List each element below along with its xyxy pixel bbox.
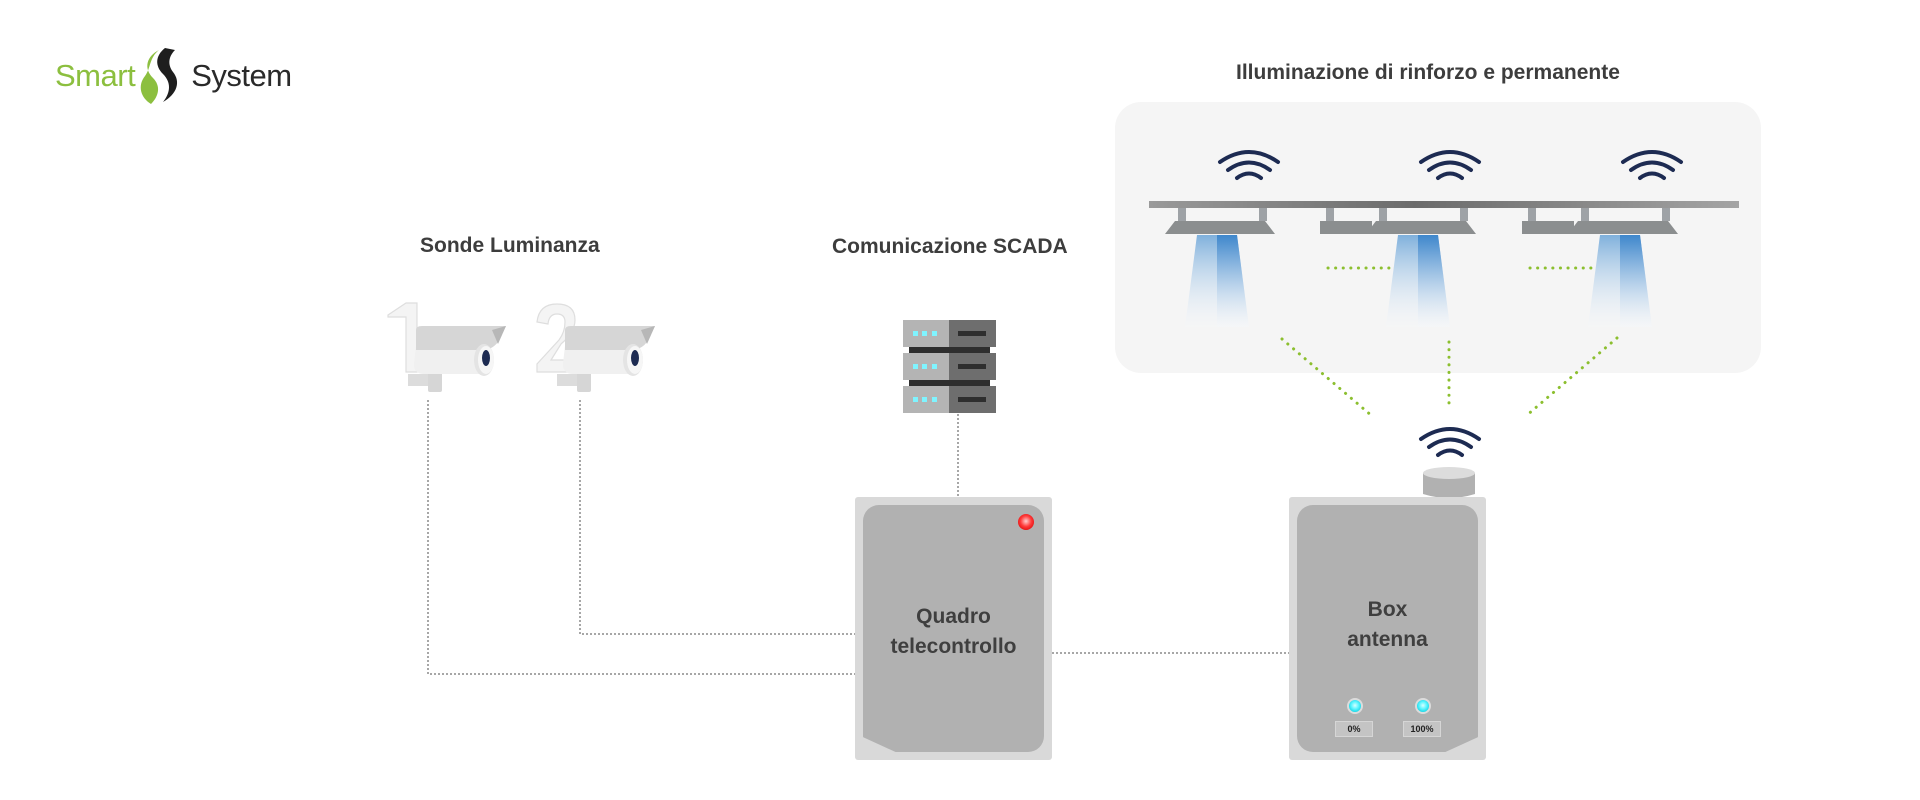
antenna-box-label-line2: antenna — [1347, 628, 1428, 651]
sensor-number-2 — [536, 303, 578, 373]
lighting-heading: Illuminazione di rinforzo e permanente — [1236, 61, 1620, 84]
scada-heading: Comunicazione SCADA — [832, 235, 1068, 258]
antenna-box-label: Box antenna — [1289, 595, 1486, 655]
server-unit — [903, 386, 996, 413]
server-unit — [903, 320, 996, 347]
sensors-heading: Sonde Luminanza — [420, 234, 600, 257]
antenna-box-door — [1297, 505, 1478, 752]
wifi-icon — [1419, 150, 1481, 180]
indicator-led-0 — [1347, 698, 1363, 714]
security-camera-icon — [557, 326, 655, 392]
antenna-box-label-line1: Box — [1367, 598, 1408, 621]
server-rack-icon[interactable] — [903, 320, 996, 414]
sensor-2[interactable] — [533, 300, 658, 400]
indicator-led-100 — [1415, 698, 1431, 714]
sensor-number-1 — [387, 302, 418, 373]
control-panel-label-line1: Quadro — [916, 605, 991, 628]
control-panel-label: Quadro telecontrollo — [855, 602, 1052, 662]
fixture-3 — [1568, 208, 1678, 327]
antenna-box[interactable]: Box antenna 0% 100% — [1289, 497, 1486, 760]
indicator-label-0: 0% — [1335, 721, 1373, 737]
driver-1 — [1320, 208, 1372, 234]
control-panel-label-line2: telecontrollo — [890, 635, 1017, 658]
indicator-label-100: 100% — [1403, 721, 1441, 737]
sensor-1[interactable] — [386, 300, 511, 400]
smart-system-logo: Smart System — [55, 46, 292, 106]
logo-word-system: System — [191, 58, 292, 93]
security-camera-icon — [408, 326, 506, 392]
wifi-icon — [1419, 427, 1481, 457]
antenna-cylinder-icon — [1423, 467, 1475, 498]
control-panel-door — [863, 505, 1044, 752]
wire-sensor-2 — [579, 400, 863, 635]
logo-word-smart: Smart — [55, 58, 136, 93]
wifi-icon — [1218, 150, 1280, 180]
logo-swirl-icon — [140, 48, 178, 104]
wifi-icon — [1621, 150, 1683, 180]
wire-sensor-1 — [427, 400, 863, 675]
driver-2 — [1522, 208, 1574, 234]
control-panel-box[interactable]: Quadro telecontrollo — [855, 497, 1052, 760]
status-led-red — [1018, 514, 1034, 530]
fixture-1 — [1165, 208, 1275, 327]
fixture-2 — [1366, 208, 1476, 327]
rail-bar — [1149, 201, 1739, 208]
server-unit — [903, 353, 996, 380]
lighting-rail — [1149, 201, 1739, 327]
